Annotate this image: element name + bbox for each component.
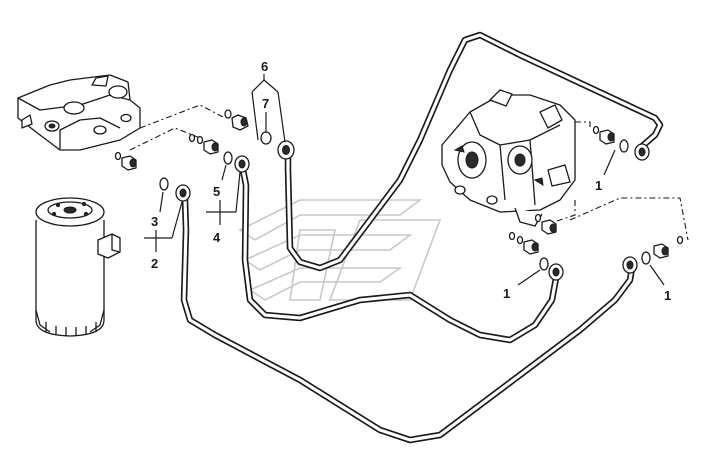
- seal-5: [223, 151, 233, 165]
- seal-3: [159, 177, 169, 191]
- callout-1-top: 1: [595, 178, 602, 193]
- callout-6: 6: [261, 59, 268, 74]
- callout-2: 2: [151, 256, 158, 271]
- callouts: 6 7 5 4 3 2 1 1 1: [151, 59, 671, 303]
- callout-1-bottom: 1: [503, 286, 510, 301]
- filter-head: [17, 74, 141, 151]
- watermark-logo: [238, 199, 442, 301]
- fittings-right: [508, 125, 684, 281]
- callout-4: 4: [213, 230, 221, 245]
- callout-1-right: 1: [664, 288, 671, 303]
- callout-7: 7: [262, 96, 269, 111]
- callout-3: 3: [151, 214, 158, 229]
- injection-pump: [441, 89, 576, 227]
- seal-7: [260, 131, 272, 145]
- leader-lines: [144, 74, 665, 286]
- dash-lines: [129, 104, 689, 241]
- fuel-filter: [35, 197, 121, 337]
- pipes: [180, 31, 664, 444]
- fittings-left: [114, 109, 295, 202]
- callout-5: 5: [213, 184, 220, 199]
